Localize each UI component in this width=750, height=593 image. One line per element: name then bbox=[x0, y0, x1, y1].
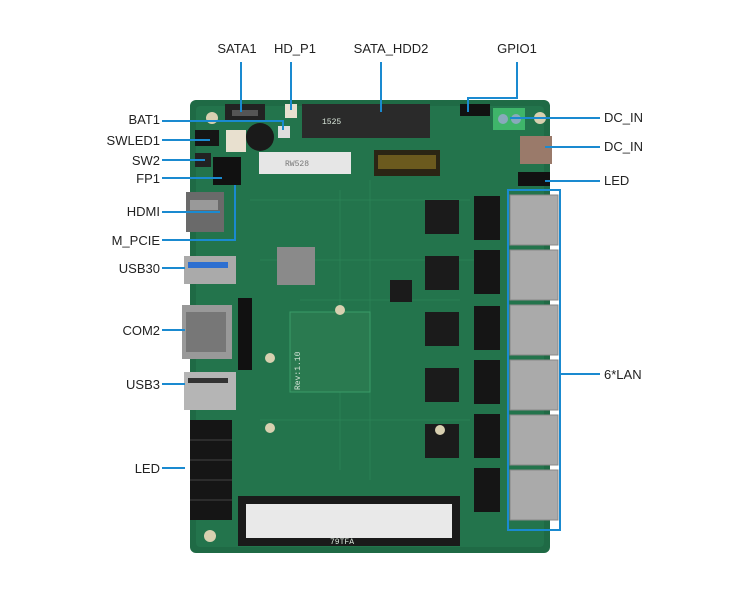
lan-controllers bbox=[390, 200, 459, 458]
label-fp1: FP1 bbox=[136, 171, 160, 186]
label-dc-in-2: DC_IN bbox=[604, 139, 643, 154]
label-hdmi: HDMI bbox=[127, 204, 160, 219]
label-dc-in-1: DC_IN bbox=[604, 110, 643, 125]
label-m-pcie: M_PCIE bbox=[112, 233, 161, 248]
dc-in-terminal bbox=[493, 108, 525, 130]
swled1-header bbox=[195, 130, 219, 146]
label-swled1: SWLED1 bbox=[107, 133, 160, 148]
usb3-port bbox=[184, 372, 236, 410]
label-led-right: LED bbox=[604, 173, 629, 188]
mounting-holes bbox=[204, 112, 546, 542]
bat1-connector bbox=[278, 126, 290, 138]
label-usb30: USB30 bbox=[119, 261, 160, 276]
dc-in-jack bbox=[520, 136, 552, 164]
leader-lines bbox=[162, 62, 600, 531]
mpcie-mark: RW528 bbox=[285, 160, 309, 169]
usb30-port bbox=[184, 256, 236, 284]
label-hd-p1: HD_P1 bbox=[274, 41, 316, 56]
label-sata1: SATA1 bbox=[217, 41, 256, 56]
label-gpio1: GPIO1 bbox=[497, 41, 537, 56]
label-com2: COM2 bbox=[122, 323, 160, 338]
label-usb3: USB3 bbox=[126, 377, 160, 392]
sata-mark: 1525 bbox=[322, 118, 341, 127]
lan-magnetics bbox=[474, 196, 500, 512]
label-sw2: SW2 bbox=[132, 153, 160, 168]
sodimm-mark: 79TFA bbox=[330, 538, 354, 547]
sata-hdd2-connector bbox=[302, 104, 430, 138]
com-header bbox=[238, 298, 252, 370]
sim-slot bbox=[277, 247, 315, 285]
gpio1-header bbox=[460, 104, 490, 116]
hd-p1-connector bbox=[285, 104, 297, 118]
label-lan: 6*LAN bbox=[604, 367, 642, 382]
m-pcie-slot bbox=[259, 152, 351, 174]
label-sata-hdd2: SATA_HDD2 bbox=[354, 41, 429, 56]
lan-ports bbox=[509, 194, 559, 521]
buzzer bbox=[246, 123, 274, 151]
led-right-header bbox=[518, 172, 550, 186]
label-led-left: LED bbox=[135, 461, 160, 476]
rev-mark: Rev:1.10 bbox=[294, 351, 303, 390]
fp1-header bbox=[213, 157, 241, 185]
label-bat1: BAT1 bbox=[128, 112, 160, 127]
cpu-area bbox=[289, 311, 371, 393]
led-left-header bbox=[190, 420, 232, 520]
